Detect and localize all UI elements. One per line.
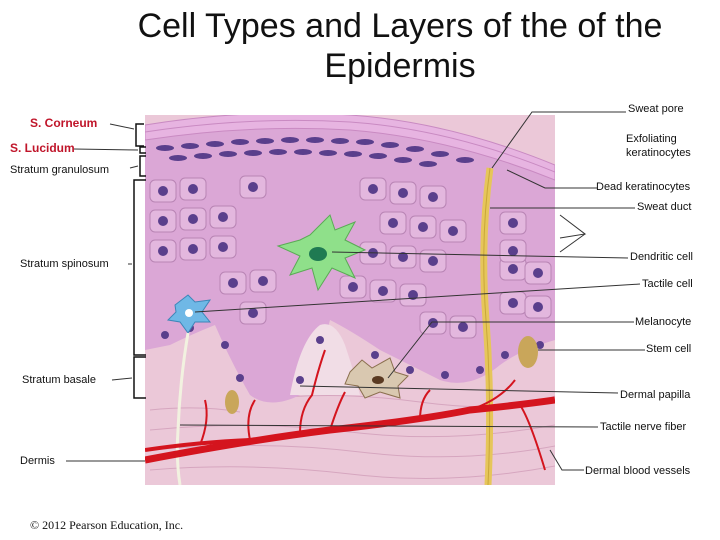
label-tactile-nerve-fiber: Tactile nerve fiber [600,421,687,433]
label-stratum-lucidum: S. Lucidum [10,141,75,155]
copyright-notice: © 2012 Pearson Education, Inc. [30,518,184,532]
label-exfoliating-line2: keratinocytes [626,147,691,159]
label-dermal-blood-vessels: Dermal blood vessels [585,465,691,477]
label-sweat-duct: Sweat duct [637,201,692,213]
label-stratum-basale: Stratum basale [22,374,96,386]
layer-brackets [133,123,146,399]
tactile-cell-shape [166,294,212,334]
basale-nuclei [161,324,544,384]
diagram-title: Cell Types and Layers of the of the Epid… [137,7,663,85]
basal-receptor-shape [225,390,239,414]
blood-vessels [145,349,555,471]
dermal-papilla-shape [290,324,360,395]
tissue-block [145,115,555,485]
corneum-band [145,115,555,181]
spinosum-nuclei [158,182,543,332]
stem-cell-shape [518,336,538,368]
label-dendritic-cell: Dendritic cell [630,251,693,263]
granulosum-cells [156,137,474,167]
label-sweat-pore: Sweat pore [628,103,684,115]
label-stratum-spinosum: Stratum spinosum [20,258,109,270]
leader-lines [66,111,645,471]
label-dead-keratinocytes: Dead keratinocytes [596,181,691,193]
dendritic-cell-shape [276,214,367,292]
label-stem-cell: Stem cell [646,343,692,355]
label-tactile-cell: Tactile cell [642,278,693,290]
label-stratum-granulosum: Stratum granulosum [10,164,110,176]
nerve-fiber [175,332,190,485]
label-stratum-corneum: S. Corneum [30,116,98,130]
label-dermis: Dermis [20,455,55,467]
label-dermal-papilla: Dermal papilla [620,389,691,401]
spinosum-cells [149,175,552,339]
label-melanocyte: Melanocyte [635,316,692,328]
label-exfoliating-line1: Exfoliating [626,133,677,145]
